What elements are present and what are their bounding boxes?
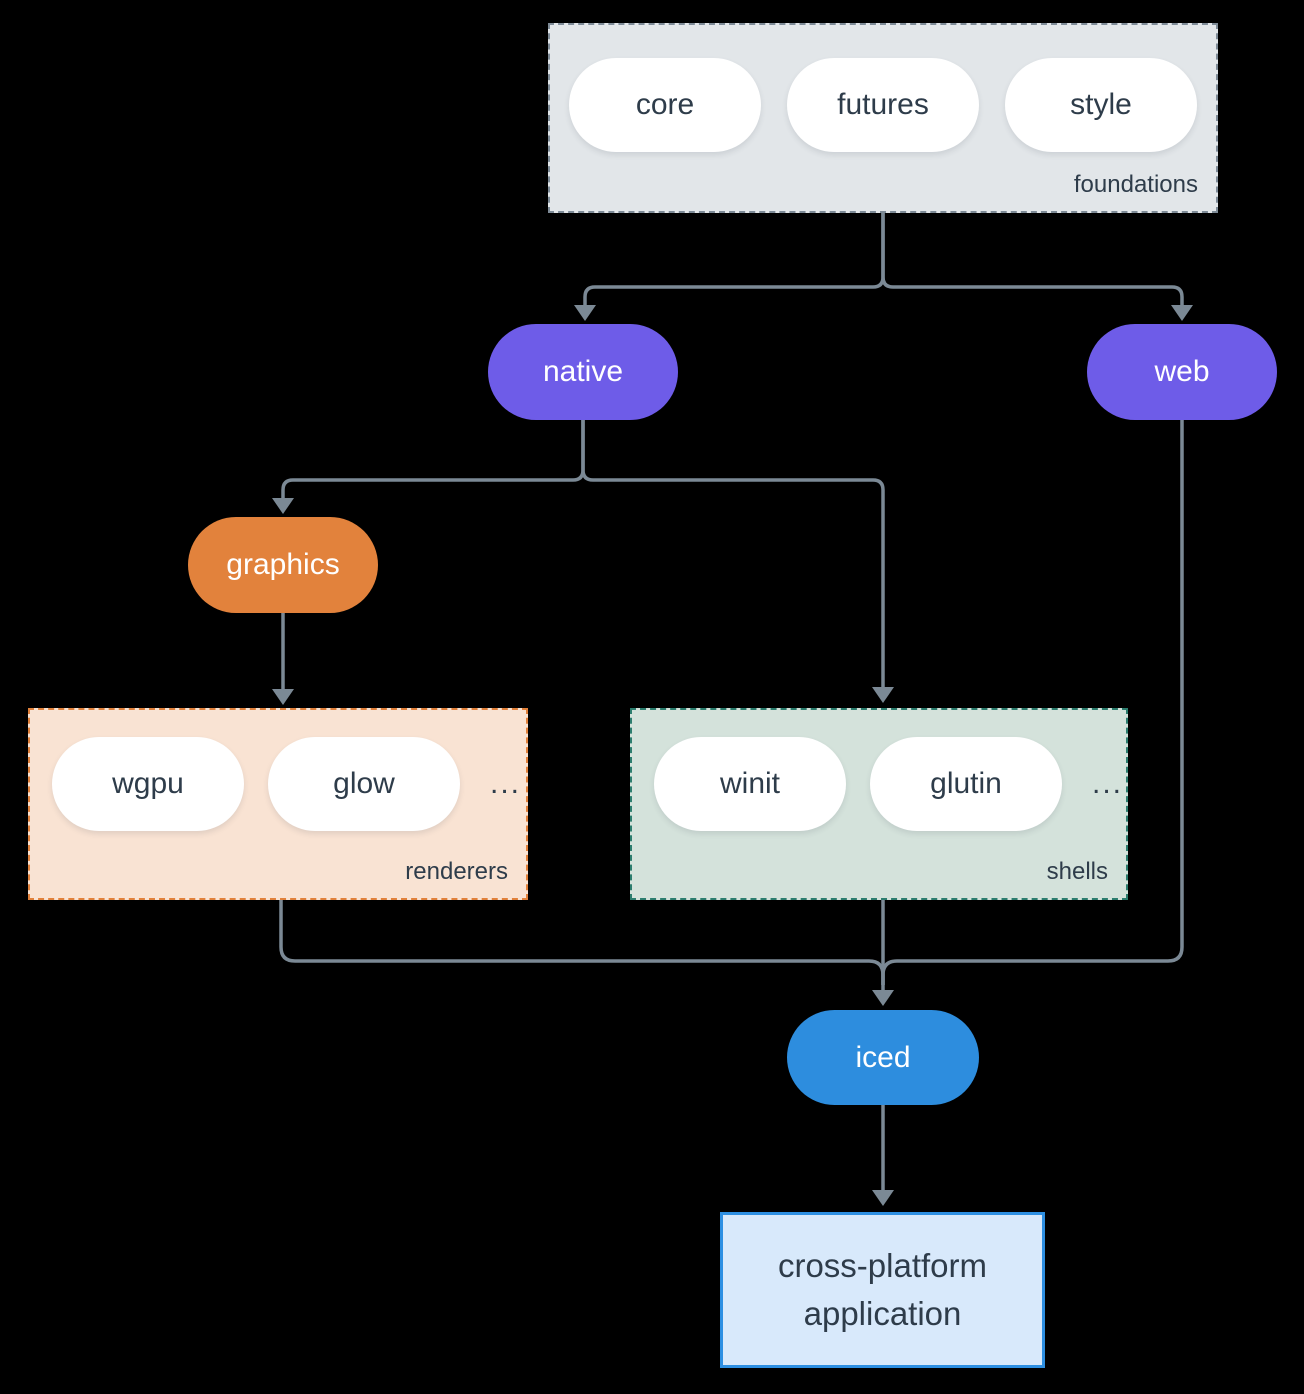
arrowhead-graphics <box>272 498 294 514</box>
renderers-label: renderers <box>405 858 508 885</box>
arrowhead-renderers <box>272 689 294 705</box>
arrowhead-iced <box>872 990 894 1006</box>
crate-pill: glow <box>268 737 460 831</box>
node-native: native <box>488 324 678 420</box>
edge-foundations-to-web <box>881 213 1184 305</box>
renderers-group: wgpu glow ... renderers <box>28 708 528 900</box>
arrowhead-web <box>1171 305 1193 321</box>
renderers-pill-row: wgpu glow ... <box>30 710 526 831</box>
edge-foundations-to-native <box>583 213 885 305</box>
arrowhead-native <box>574 305 596 321</box>
crate-pill: futures <box>787 58 979 152</box>
node-web: web <box>1087 324 1277 420</box>
crate-pill: glutin <box>870 737 1062 831</box>
renderers-ellipsis: ... <box>490 767 522 800</box>
edge-native-to-shells <box>581 420 885 687</box>
node-iced: iced <box>787 1010 979 1105</box>
node-graphics: graphics <box>188 517 378 613</box>
crate-pill: wgpu <box>52 737 244 831</box>
foundations-group: core futures style foundations <box>548 23 1218 213</box>
cross-platform-application-box: cross-platform application <box>720 1212 1045 1368</box>
foundations-pill-row: core futures style <box>550 25 1216 152</box>
shells-group: winit glutin ... shells <box>630 708 1128 900</box>
crate-pill: winit <box>654 737 846 831</box>
crate-pill: style <box>1005 58 1197 152</box>
application-label: cross-platform application <box>777 1247 988 1332</box>
shells-label: shells <box>1046 858 1108 885</box>
crate-pill: core <box>569 58 761 152</box>
edge-renderers-to-iced <box>279 900 885 985</box>
arrowhead-application <box>872 1190 894 1206</box>
arrowhead-shells <box>872 687 894 703</box>
shells-ellipsis: ... <box>1092 767 1124 800</box>
edge-native-to-graphics <box>281 420 585 498</box>
edge-web-to-iced <box>881 420 1184 985</box>
shells-pill-row: winit glutin ... <box>632 710 1126 831</box>
foundations-label: foundations <box>1073 171 1198 198</box>
